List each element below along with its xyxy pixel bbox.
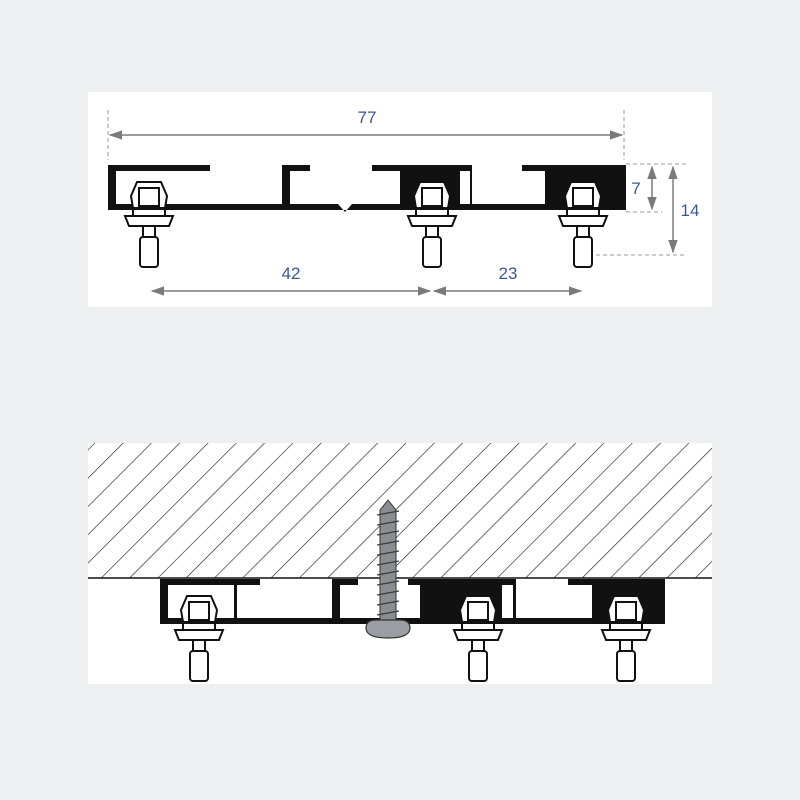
- mounting-screw: [365, 499, 411, 639]
- glider-left: [124, 181, 174, 268]
- glider-right-mounted: [601, 595, 651, 682]
- dim-label-spacing-left: 42: [282, 264, 301, 283]
- dim-label-height-total: 14: [681, 201, 700, 220]
- glider-left-mounted: [174, 595, 224, 682]
- ceiling-slab: [88, 443, 712, 579]
- dim-label-height-inner: 7: [631, 179, 640, 198]
- glider-right: [558, 181, 608, 268]
- glider-middle-mounted: [453, 595, 503, 682]
- glider-middle: [407, 181, 457, 268]
- rail-profile-mounted: [160, 579, 665, 624]
- dim-label-overall-width: 77: [358, 108, 377, 127]
- ceiling-mount-drawing: [88, 443, 712, 684]
- dim-label-spacing-right: 23: [499, 264, 518, 283]
- profile-dimension-drawing: 77 7 14 42 23: [88, 92, 712, 307]
- profile-dimension-svg: 77 7 14 42 23: [107, 108, 700, 296]
- rail-profile: [108, 165, 626, 212]
- ceiling-mount-svg: [88, 443, 712, 682]
